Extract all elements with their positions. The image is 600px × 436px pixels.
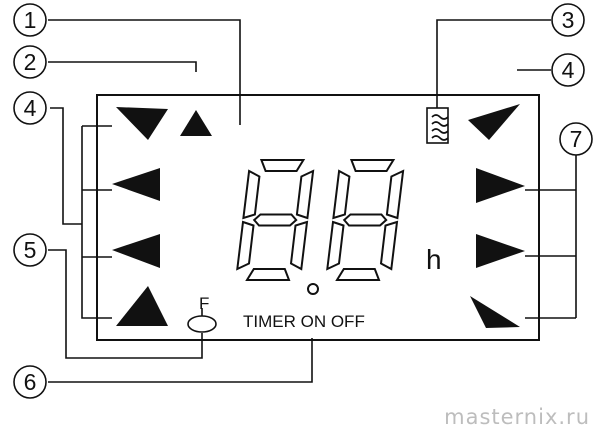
fan-arrow-right-lower-icon [476,234,525,268]
digit-2-segment-f [332,169,351,220]
callout-2: 2 [13,45,47,79]
fan-arrow-right-icon [476,168,525,203]
leader-bracket-7 [525,155,577,319]
digit-2-segment-b [385,169,405,220]
callout-1: 1 [13,3,47,37]
callout-6: 6 [13,365,47,399]
digit-1-segment-g [252,213,298,227]
callout-5-number: 5 [24,237,37,263]
digit-1-segment-e [236,220,255,271]
digit-2-segment-d [335,268,381,281]
callout-5: 5 [13,233,47,267]
leader-line-1 [48,19,241,125]
callout-4-left: 4 [13,91,47,125]
fan-letter: F [199,294,209,313]
digit-1-segment-a [259,159,306,172]
digit-2-segment-e [326,220,345,271]
swing-arrow-left-icon [112,168,160,201]
leader-line-6 [48,338,313,383]
callout-7: 7 [559,122,593,156]
leader-line-3 [436,19,551,108]
heating-wave-icon [426,107,449,144]
digit-1-segment-f [242,169,261,220]
callout-7-number: 7 [570,126,583,152]
timer-label: TIMER ON OFF [243,312,365,331]
fan-arrow-down-left-icon [468,104,520,140]
callout-4-right-number: 4 [562,57,575,83]
watermark-text: masternix.ru [444,405,590,429]
lcd-frame [96,94,540,341]
callout-3: 3 [551,3,585,37]
fan-arrow-up-left-icon [470,296,520,328]
callout-4-left-number: 4 [24,95,37,121]
digit-2-segment-a [349,159,396,172]
swing-arrow-up-right-icon [116,286,168,326]
callout-3-number: 3 [562,7,575,33]
digit-1-segment-c [289,220,309,271]
digit-1-segment-b [295,169,315,220]
leader-bracket-5 [48,249,203,359]
digit-2-segment-g [342,213,388,227]
mode-arrow-up-icon [180,110,212,136]
callout-2-number: 2 [24,49,37,75]
callout-4-right: 4 [551,53,585,87]
fan-symbol-icon [187,308,217,333]
swing-arrow-left-lower-icon [112,234,160,268]
leader-bracket-4-left [50,107,112,258]
callout-1-number: 1 [24,7,37,33]
swing-arrow-down-right-icon [116,107,168,140]
digit-2-segment-c [379,220,399,271]
hour-unit: h [426,244,442,275]
seven-segment-display [236,159,405,281]
callout-6-number: 6 [24,369,37,395]
leader-line-2 [48,61,197,72]
decimal-point [307,283,319,295]
digit-1-segment-d [245,268,291,281]
